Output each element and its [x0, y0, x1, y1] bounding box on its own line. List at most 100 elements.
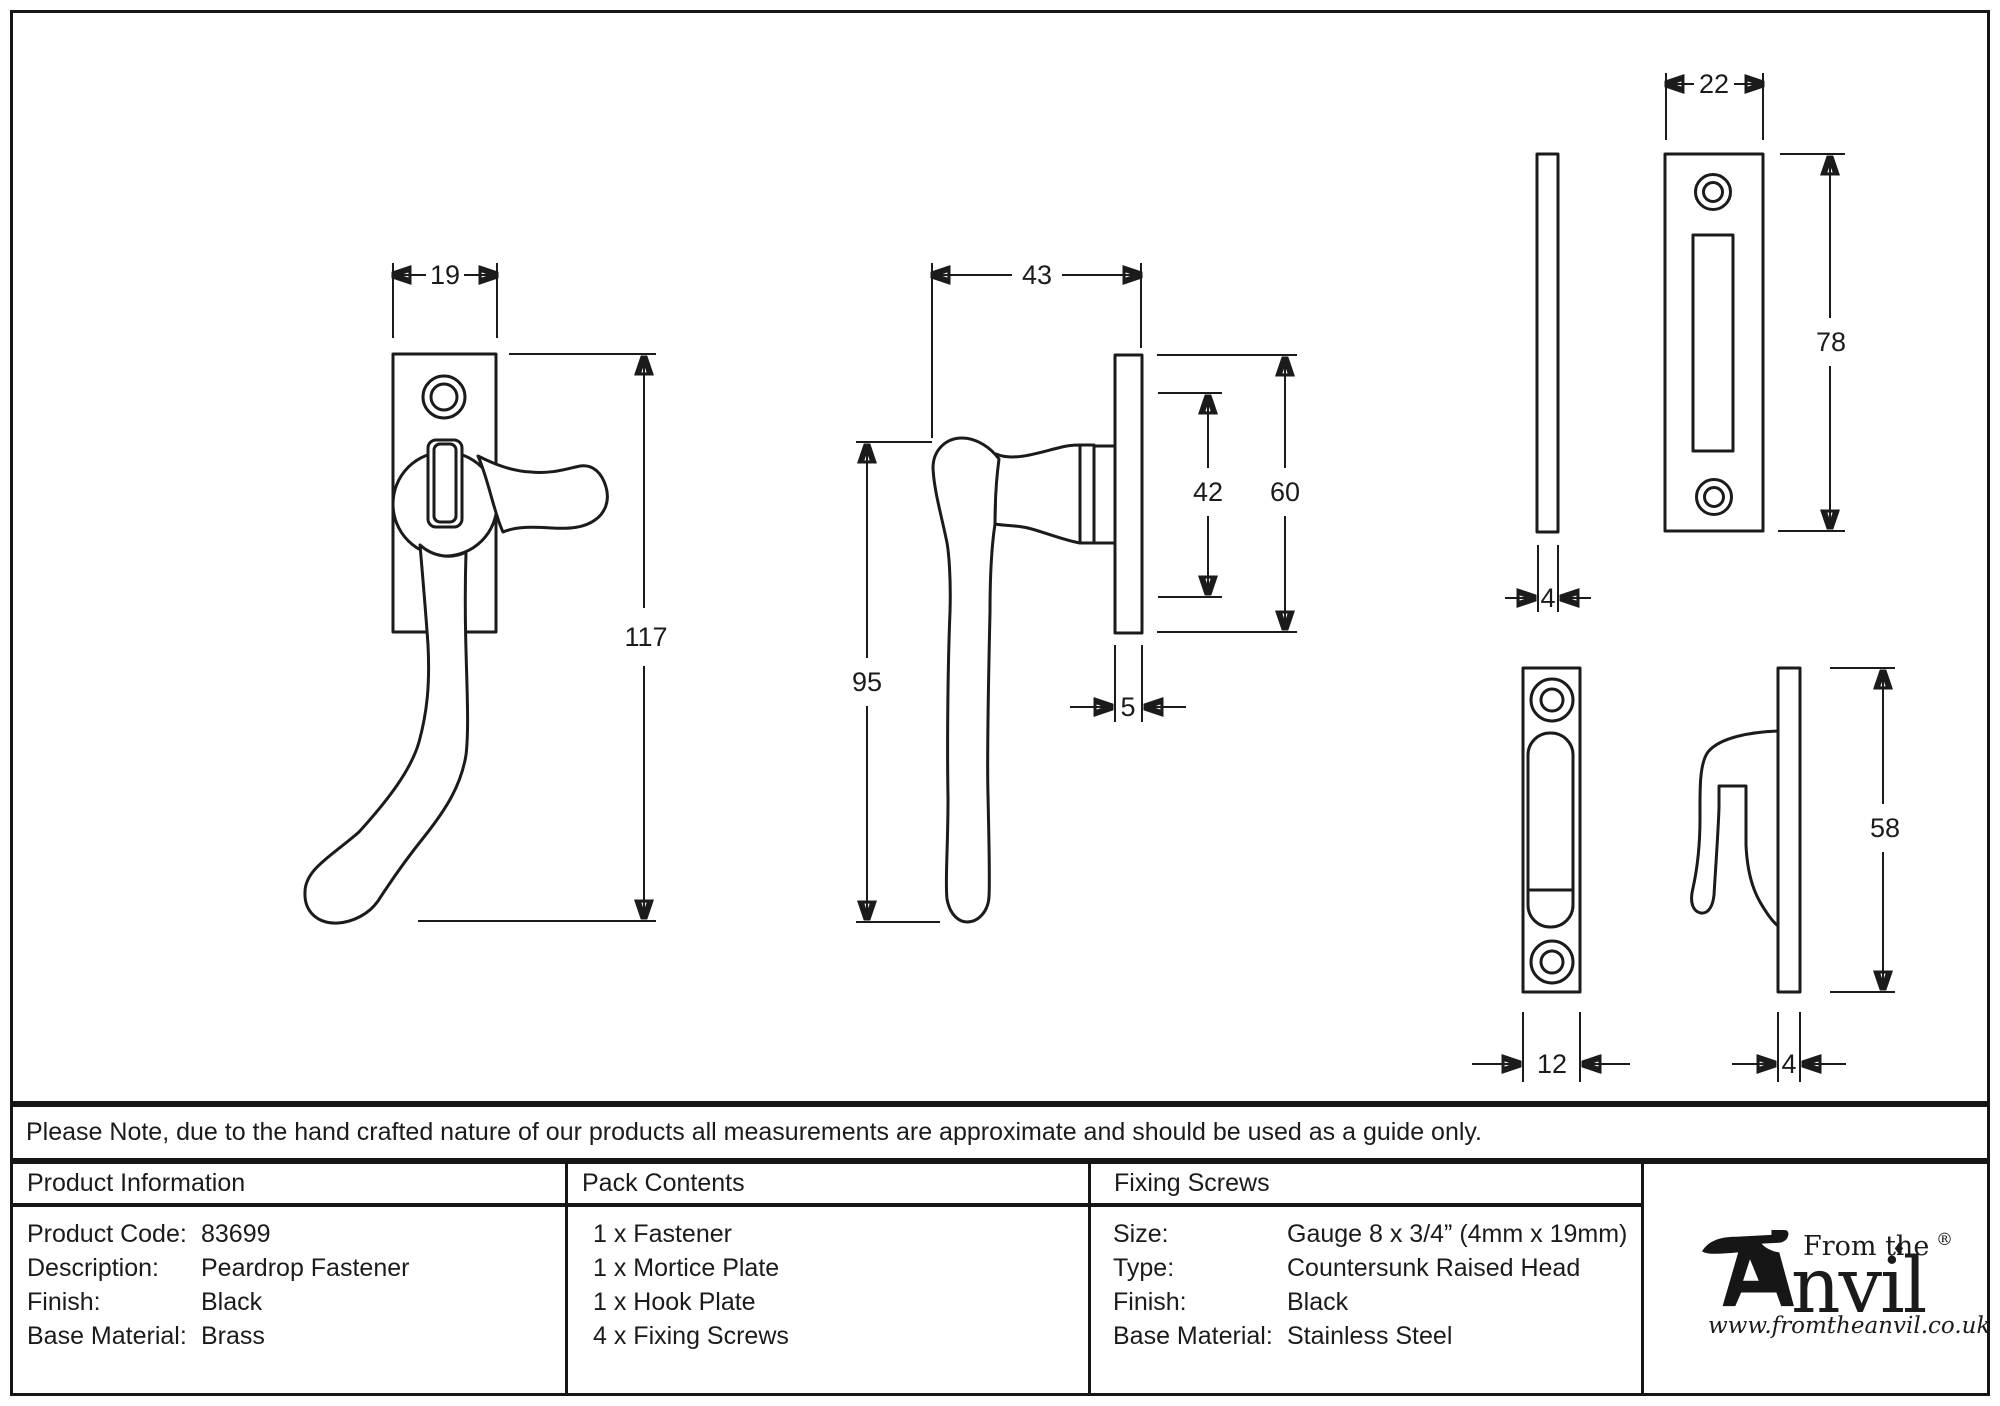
dim-label-mortice-width: 22: [1699, 69, 1729, 99]
screw-size-row: Size: Gauge 8 x 3/4” (4mm x 19mm): [1091, 1217, 1641, 1251]
row-value: Black: [1287, 1287, 1349, 1316]
dim-label-plate-height: 60: [1270, 477, 1300, 507]
row-label: Base Material:: [1113, 1321, 1273, 1350]
fastener-front-view: 19 117: [303, 260, 668, 925]
screw-hole-inner: [1539, 687, 1565, 713]
screw-finish-row: Finish: Black: [1091, 1285, 1641, 1319]
screw-hole-inner: [1703, 486, 1725, 508]
anvil-logo-icon: [1702, 1229, 1794, 1307]
diamond-icon: ♦: [1894, 1238, 1904, 1259]
dim-boss-height: 42: [1158, 392, 1223, 598]
pack-item: 4 x Fixing Screws: [568, 1319, 1088, 1353]
note-text: Please Note, due to the hand crafted nat…: [26, 1118, 1483, 1146]
product-information-column: Product Information Product Code: 83699 …: [13, 1164, 568, 1393]
dim-plate-height: 60: [1157, 354, 1300, 633]
row-label: Type:: [1113, 1253, 1175, 1282]
row-label: Product Code:: [27, 1219, 187, 1248]
boss-collar: [1092, 444, 1117, 545]
pack-item-text: 1 x Mortice Plate: [593, 1253, 780, 1282]
backplate-side-outline: [1113, 353, 1144, 635]
registered-trademark-icon: ®: [1936, 1230, 1953, 1250]
hook-profile: [1690, 729, 1780, 928]
dim-side-width: 43: [932, 260, 1141, 438]
dim-side-height: 95: [852, 441, 940, 923]
dim-plate-thickness: 5: [1070, 645, 1186, 722]
fastener-side-view: 43 95 42: [852, 260, 1300, 924]
peardrop-tail: [303, 543, 470, 925]
row-label: Base Material:: [27, 1321, 187, 1350]
mortice-plate-side-outline: [1535, 152, 1560, 534]
dim-front-width: 19: [393, 260, 497, 338]
row-value: Peardrop Fastener: [201, 1253, 410, 1282]
screw-material-row: Base Material: Stainless Steel: [1091, 1319, 1641, 1353]
row-value: Countersunk Raised Head: [1287, 1253, 1581, 1282]
handle-neck: [993, 443, 1082, 545]
spindle-slot-outer: [426, 438, 464, 529]
dim-hook-width: 12: [1472, 1012, 1630, 1082]
hook-keeper-slot: [1526, 731, 1575, 929]
fixing-screws-header: Fixing Screws: [1091, 1164, 1641, 1207]
pack-contents-header: Pack Contents: [568, 1164, 1088, 1207]
row-value: 83699: [201, 1219, 271, 1248]
row-label: Finish:: [1113, 1287, 1187, 1316]
logo-tagline: From the: [1803, 1231, 1930, 1262]
dim-label-front-width: 19: [430, 260, 460, 290]
hook-plate-outline: [1521, 666, 1582, 994]
dim-label-side-width: 43: [1022, 260, 1052, 290]
pack-item-text: 4 x Fixing Screws: [593, 1321, 789, 1350]
logo-website: www.fromtheanvil.co.uk: [1708, 1313, 1991, 1339]
knob-and-tail-side: [931, 436, 1001, 924]
spindle-slot-inner: [432, 442, 458, 524]
dim-hook-thickness: 4: [1732, 1012, 1846, 1082]
screw-hole-inner: [1702, 181, 1724, 203]
pack-item-text: 1 x Hook Plate: [593, 1287, 756, 1316]
mortice-plate-front-view: 22 78: [1663, 69, 1846, 533]
mortice-plate-outline: [1663, 152, 1765, 533]
screw-hole-outer: [1529, 939, 1575, 985]
dim-label-side-height: 95: [852, 667, 882, 697]
pack-contents-column: Pack Contents 1 x Fastener 1 x Mortice P…: [568, 1164, 1091, 1393]
screw-hole-outer: [421, 374, 467, 420]
row-label: Finish:: [27, 1287, 101, 1316]
dim-front-height: 117: [418, 353, 668, 922]
screw-type-row: Type: Countersunk Raised Head: [1091, 1251, 1641, 1285]
mortice-plate-side-view: 4: [1505, 152, 1591, 613]
dim-mortice-height: 78: [1778, 153, 1846, 532]
row-value: Stainless Steel: [1287, 1321, 1453, 1350]
technical-drawings: 19 117 43: [303, 69, 1900, 1082]
handle-grip: [476, 454, 609, 534]
screw-hole-outer: [1694, 173, 1732, 211]
row-label: Size:: [1113, 1219, 1169, 1248]
dim-label-boss-height: 42: [1193, 477, 1223, 507]
pack-item-text: 1 x Fastener: [593, 1219, 732, 1248]
logo-wordmark: nvil: [1791, 1242, 1927, 1331]
base-material-row: Base Material: Brass: [13, 1319, 565, 1353]
mortice-slot: [1691, 233, 1735, 453]
dim-label-front-height: 117: [624, 622, 667, 652]
dim-label-plate-thickness: 5: [1120, 692, 1135, 722]
dim-hook-height: 58: [1830, 667, 1900, 993]
product-information-header: Product Information: [13, 1164, 565, 1207]
dim-mortice-thickness: 4: [1505, 545, 1591, 613]
pack-item: 1 x Hook Plate: [568, 1285, 1088, 1319]
measurement-note: Please Note, due to the hand crafted nat…: [13, 1101, 1987, 1164]
screw-hole-inner: [429, 382, 459, 412]
screw-hole-inner: [1539, 949, 1565, 975]
description-row: Description: Peardrop Fastener: [13, 1251, 565, 1285]
dim-label-mortice-thickness: 4: [1540, 583, 1555, 613]
row-value: Black: [201, 1287, 263, 1316]
neck-ring: [1078, 443, 1096, 545]
row-value: Brass: [201, 1321, 265, 1350]
dim-label-mortice-height: 78: [1816, 327, 1846, 357]
brand-column: From the ♦ nvil ® www.fromtheanvil.co.uk: [1644, 1164, 1991, 1393]
pack-item: 1 x Fastener: [568, 1217, 1088, 1251]
hook-plate-side-view: 58 4: [1690, 666, 1900, 1082]
fixing-screws-column: Fixing Screws Size: Gauge 8 x 3/4” (4mm …: [1091, 1164, 1644, 1393]
row-value: Gauge 8 x 3/4” (4mm x 19mm): [1287, 1219, 1628, 1248]
hook-plate-side-outline: [1776, 666, 1802, 994]
dim-label-hook-width: 12: [1537, 1049, 1567, 1079]
hook-plate-front-view: 12: [1472, 666, 1630, 1082]
row-label: Description:: [27, 1253, 159, 1282]
finish-row: Finish: Black: [13, 1285, 565, 1319]
